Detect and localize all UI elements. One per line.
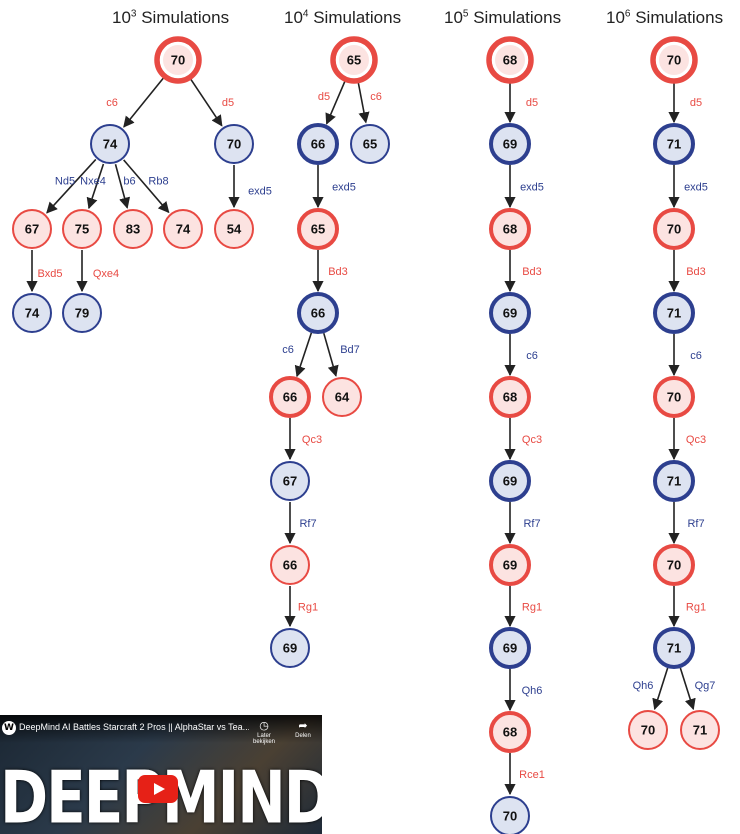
move-label: d5 <box>318 91 330 103</box>
move-label: Rg1 <box>298 602 318 614</box>
move-label: Rce1 <box>519 769 545 781</box>
node-value: 68 <box>503 53 517 68</box>
node-value: 79 <box>75 306 89 321</box>
node-value: 70 <box>667 222 681 237</box>
move-label: c6 <box>526 350 538 362</box>
node-value: 83 <box>126 222 140 237</box>
move-label: d5 <box>690 97 702 109</box>
node-value: 71 <box>667 641 681 656</box>
node-value: 65 <box>363 137 377 152</box>
node-value: 67 <box>283 474 297 489</box>
node-value: 71 <box>667 137 681 152</box>
node-value: 65 <box>347 53 361 68</box>
move-label: c6 <box>690 350 702 362</box>
tree-edge <box>680 668 693 709</box>
node-value: 71 <box>667 474 681 489</box>
node-value: 69 <box>503 306 517 321</box>
share-button[interactable]: ➦ Delen <box>286 720 320 739</box>
node-value: 70 <box>641 723 655 738</box>
share-label: Delen <box>286 733 320 739</box>
move-label: Bd3 <box>328 266 348 278</box>
share-icon: ➦ <box>286 720 320 731</box>
tree-edge <box>124 78 164 127</box>
node-value: 67 <box>25 222 39 237</box>
move-label: Rg1 <box>522 602 542 614</box>
node-value: 64 <box>335 390 350 405</box>
move-label: Rf7 <box>299 518 316 530</box>
move-label: Nd5 <box>55 176 75 188</box>
node-value: 70 <box>667 53 681 68</box>
node-value: 74 <box>25 306 40 321</box>
node-value: 69 <box>503 474 517 489</box>
move-label: d5 <box>526 97 538 109</box>
move-label: Qc3 <box>522 434 542 446</box>
watch-later-label: Later bekijken <box>247 733 281 745</box>
node-value: 71 <box>693 723 707 738</box>
tree-edge <box>191 79 222 126</box>
node-value: 69 <box>503 137 517 152</box>
watch-later-button[interactable]: ◷ Later bekijken <box>247 720 281 745</box>
move-label: Rf7 <box>687 518 704 530</box>
node-value: 66 <box>283 558 297 573</box>
move-label: c6 <box>106 97 118 109</box>
node-value: 68 <box>503 725 517 740</box>
node-value: 70 <box>503 809 517 824</box>
node-value: 70 <box>171 53 185 68</box>
video-title[interactable]: DeepMind AI Battles Starcraft 2 Pros || … <box>19 722 249 732</box>
node-value: 70 <box>667 390 681 405</box>
node-value: 65 <box>311 222 325 237</box>
move-label: Bd3 <box>522 266 542 278</box>
move-label: Bd7 <box>340 344 360 356</box>
move-label: Qc3 <box>686 434 706 446</box>
node-value: 74 <box>103 137 118 152</box>
move-label: c6 <box>370 91 382 103</box>
node-value: 74 <box>176 222 191 237</box>
video-thumbnail[interactable]: W DeepMind AI Battles Starcraft 2 Pros |… <box>0 715 322 834</box>
move-label: exd5 <box>684 182 708 194</box>
move-label: Qc3 <box>302 434 322 446</box>
move-label: exd5 <box>520 182 544 194</box>
node-value: 75 <box>75 222 89 237</box>
clock-icon: ◷ <box>247 720 281 731</box>
move-label: Qh6 <box>522 685 543 697</box>
move-label: Rf7 <box>523 518 540 530</box>
move-label: Bxd5 <box>37 268 62 280</box>
node-value: 66 <box>311 137 325 152</box>
move-label: c6 <box>282 344 294 356</box>
node-value: 66 <box>311 306 325 321</box>
play-button[interactable] <box>138 775 178 803</box>
move-label: Qxe4 <box>93 268 119 280</box>
move-label: Rg1 <box>686 602 706 614</box>
tree-edge <box>358 83 366 123</box>
node-value: 71 <box>667 306 681 321</box>
node-value: 69 <box>283 641 297 656</box>
node-value: 70 <box>227 137 241 152</box>
channel-icon[interactable]: W <box>2 721 16 735</box>
tree-edge <box>324 333 336 376</box>
move-label: Qg7 <box>695 680 716 692</box>
node-value: 70 <box>667 558 681 573</box>
move-label: exd5 <box>332 182 356 194</box>
node-value: 66 <box>283 390 297 405</box>
move-label: b6 <box>123 176 135 188</box>
node-value: 54 <box>227 222 242 237</box>
move-label: exd5 <box>248 186 272 198</box>
tree-edge <box>297 333 311 376</box>
move-label: Rb8 <box>148 176 168 188</box>
node-value: 68 <box>503 390 517 405</box>
move-label: Bd3 <box>686 266 706 278</box>
node-value: 69 <box>503 641 517 656</box>
node-value: 68 <box>503 222 517 237</box>
node-value: 69 <box>503 558 517 573</box>
move-label: Qh6 <box>633 680 654 692</box>
move-label: d5 <box>222 97 234 109</box>
tree-edge <box>655 668 668 709</box>
move-label: Nxe4 <box>80 176 106 188</box>
